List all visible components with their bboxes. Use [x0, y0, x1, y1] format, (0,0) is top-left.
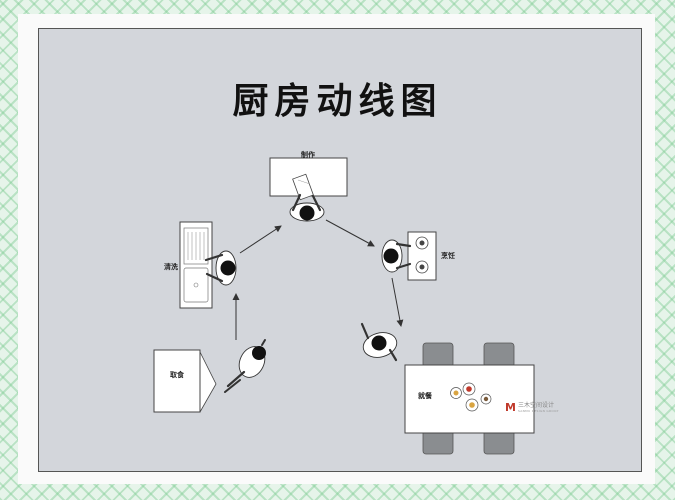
stove [407, 231, 437, 281]
label-serve: 就餐 [418, 392, 432, 400]
label-cook: 烹饪 [441, 252, 455, 260]
dining-chairs [422, 342, 515, 455]
label-fetch: 取食 [170, 371, 184, 379]
brand-logo: M 三木空间设计 SANMU DESIGN GROUP [505, 402, 559, 413]
diagram-title: 厨房动线图 [232, 80, 443, 122]
label-prepare: 制作 [301, 151, 315, 159]
label-wash: 清洗 [164, 263, 178, 271]
sink-cabinet [179, 221, 213, 309]
brand-name: 三木空间设计 [517, 402, 554, 409]
chef-figure-prep [289, 193, 325, 222]
fridge [153, 349, 217, 413]
diagram-panel [38, 28, 642, 472]
brand-subtitle: SANMU DESIGN GROUP [517, 409, 559, 413]
chef-figure-cook [381, 239, 412, 273]
prep-counter [269, 157, 348, 201]
person-figure-serve [360, 322, 398, 362]
person-figure-fetch [224, 339, 266, 393]
chef-figure-wash [204, 250, 237, 286]
flow-arrows [232, 219, 404, 340]
dining-table [404, 364, 535, 434]
brand-mark-icon: M [505, 401, 516, 414]
plates [450, 382, 492, 412]
